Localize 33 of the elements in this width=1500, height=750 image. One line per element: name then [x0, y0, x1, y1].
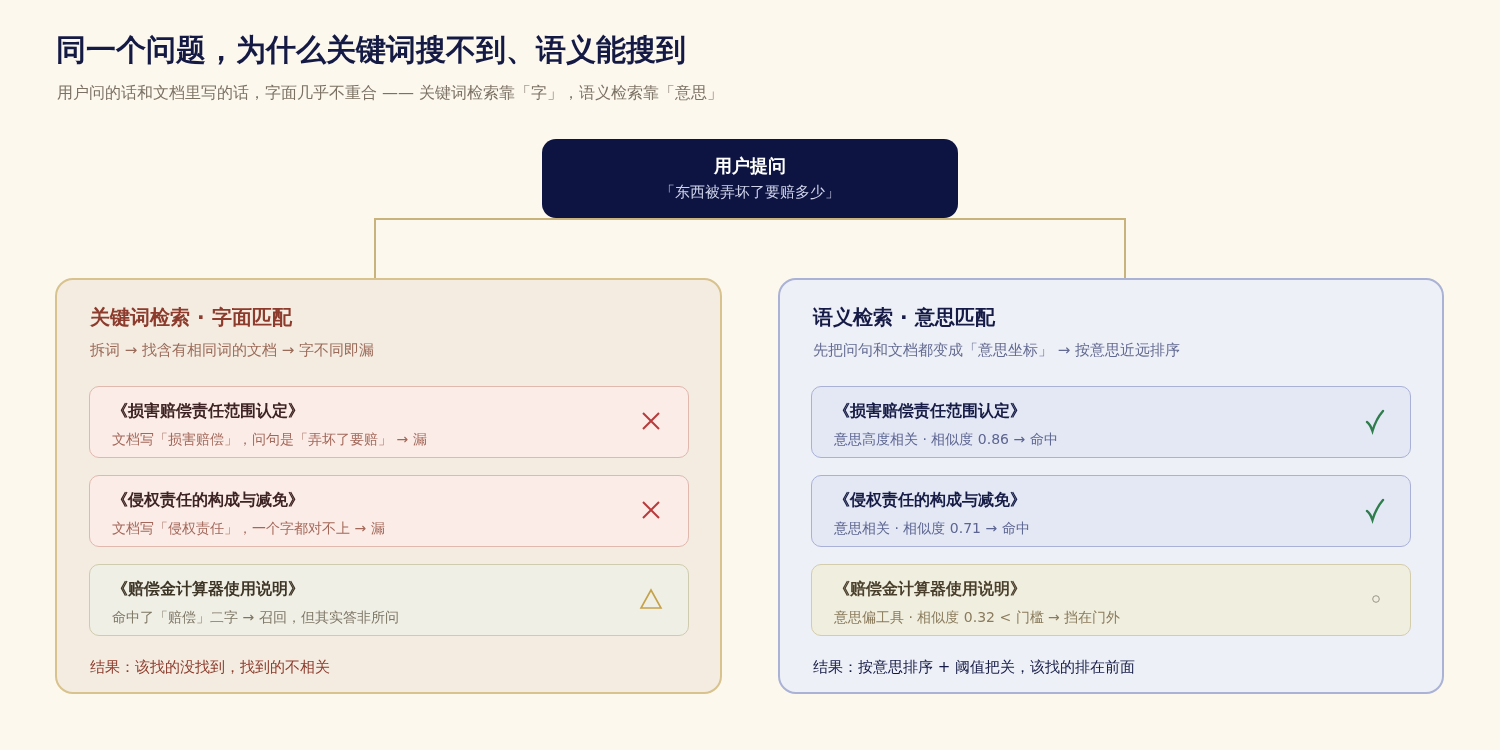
document-title: 《损害赔偿责任范围认定》 [112, 400, 304, 422]
match-description: 命中了「赔偿」二字 → 召回，但其实答非所问 [112, 608, 399, 627]
document-title: 《赔偿金计算器使用说明》 [834, 578, 1026, 600]
document-card [89, 475, 689, 547]
match-description: 文档写「损害赔偿」，问句是「弄坏了要赔」 → 漏 [112, 430, 427, 449]
panel-heading: 语义检索 · 意思匹配 [813, 304, 995, 331]
result-note: 结果：按意思排序 + 阈值把关，该找的排在前面 [813, 657, 1136, 678]
subtitle: 用户问的话和文档里写的话，字面几乎不重合 —— 关键词检索靠「字」，语义检索靠「意思」 [57, 82, 724, 104]
match-description: 文档写「侵权责任」，一个字都对不上 → 漏 [112, 519, 385, 538]
method-panel [55, 278, 722, 694]
question-text: 「东西被弄坏了要赔多少」 [660, 182, 840, 203]
document-title: 《侵权责任的构成与减免》 [834, 489, 1026, 511]
connector-line [374, 217, 751, 279]
method-panel [778, 278, 1444, 694]
question-heading: 用户提问 [714, 154, 786, 178]
document-title: 《侵权责任的构成与减免》 [112, 489, 304, 511]
diagram-title: 同一个问题，为什么关键词搜不到、语义能搜到 [56, 31, 686, 69]
panel-description: 拆词 → 找含有相同词的文档 → 字不同即漏 [90, 340, 375, 361]
match-description: 意思相关 · 相似度 0.71 → 命中 [834, 519, 1030, 538]
document-card [811, 386, 1411, 458]
document-title: 《赔偿金计算器使用说明》 [112, 578, 304, 600]
panel-description: 先把问句和文档都变成「意思坐标」 → 按意思近远排序 [813, 340, 1181, 361]
match-description: 意思偏工具 · 相似度 0.32 < 门槛 → 挡在门外 [834, 608, 1121, 627]
panel-heading: 关键词检索 · 字面匹配 [90, 304, 292, 331]
connector-line [749, 217, 1126, 279]
document-card [811, 475, 1411, 547]
document-card [89, 386, 689, 458]
result-note: 结果：该找的没找到，找到的不相关 [90, 657, 330, 678]
document-card [811, 564, 1411, 636]
question-box [542, 139, 958, 218]
document-card [89, 564, 689, 636]
document-title: 《损害赔偿责任范围认定》 [834, 400, 1026, 422]
match-description: 意思高度相关 · 相似度 0.86 → 命中 [834, 430, 1058, 449]
